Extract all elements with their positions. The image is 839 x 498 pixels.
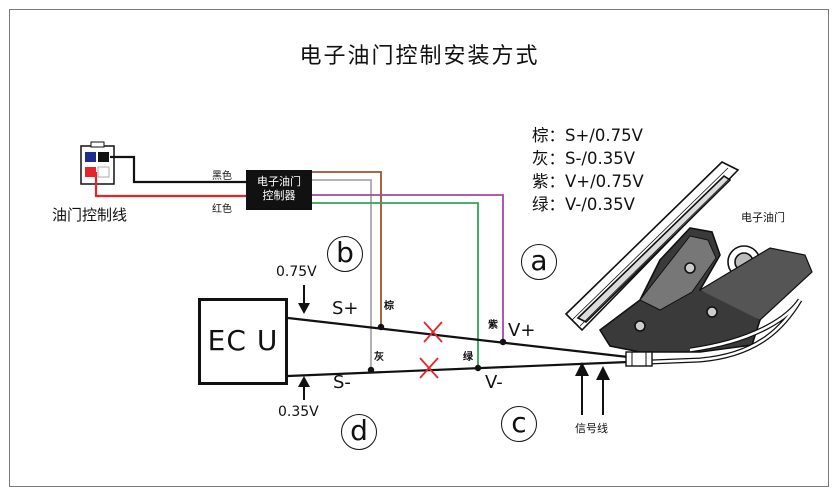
throttle-connector-plug: [80, 141, 115, 185]
voltage-label-bottom: 0.35V: [278, 404, 319, 420]
signal-arrow-right: [596, 366, 610, 415]
arrow-up-0.35v: [298, 376, 310, 400]
circle-label-d: d: [341, 414, 377, 450]
cut-mark-lower: [419, 357, 439, 379]
controller-label-line1: 电子油门: [257, 175, 301, 188]
signal-arrow-left: [575, 362, 589, 415]
wire-color-legend: 棕：S+/0.75V 灰：S-/0.35V 紫：V+/0.75V 绿：V-/0.…: [532, 124, 644, 216]
grey-wire: [312, 179, 372, 369]
arrow-down-0.75v: [298, 285, 310, 314]
red-wire-label: 红色: [212, 204, 232, 215]
circle-label-b: b: [327, 236, 363, 272]
tap-dot-grey: [367, 366, 375, 374]
signal-wire-label: 信号线: [575, 422, 608, 435]
throttle-pedal-illustration: [564, 161, 813, 367]
v-plus-label: V+: [508, 320, 536, 341]
purple-wire: [312, 194, 504, 342]
connector-line-label: 油门控制线: [52, 206, 128, 224]
voltage-label-top: 0.75V: [276, 264, 317, 280]
legend-entry-purple: 紫：V+/0.75V: [532, 172, 644, 191]
v-minus-label: V-: [485, 372, 503, 393]
legend-entry-brown: 棕：S+/0.75V: [532, 126, 643, 145]
tap-label-green: 绿: [463, 352, 473, 363]
s-plus-label: S+: [332, 298, 359, 319]
controller-label-line2: 控制器: [262, 189, 296, 202]
tap-label-purple: 紫: [488, 320, 498, 331]
circle-label-a: a: [521, 244, 557, 280]
signal-line-s-minus: [287, 360, 629, 378]
diagram-frame: [9, 9, 829, 487]
signal-line-s-plus: [287, 316, 629, 359]
diagram-title: 电子油门控制安装方式: [299, 44, 540, 69]
pedal-label: 电子油门: [741, 211, 785, 224]
s-minus-label: S-: [333, 372, 351, 393]
tap-label-brown: 棕: [384, 301, 394, 312]
black-wire: [110, 155, 246, 184]
red-wire: [94, 172, 246, 198]
circle-label-c: c: [501, 406, 537, 442]
black-wire-label: 黑色: [212, 171, 232, 182]
brown-wire: [312, 171, 382, 327]
legend-entry-grey: 灰：S-/0.35V: [532, 149, 636, 168]
legend-entry-green: 绿：V-/0.35V: [532, 195, 635, 214]
tap-dot-green: [474, 364, 482, 372]
tap-dot-brown: [377, 323, 385, 331]
ecu-box: EC U: [198, 298, 288, 385]
throttle-controller-box: 电子油门 控制器: [246, 170, 312, 210]
cut-mark-upper: [423, 321, 443, 343]
tap-label-grey: 灰: [374, 352, 384, 363]
tap-dot-purple: [499, 338, 507, 346]
green-wire: [312, 202, 479, 368]
